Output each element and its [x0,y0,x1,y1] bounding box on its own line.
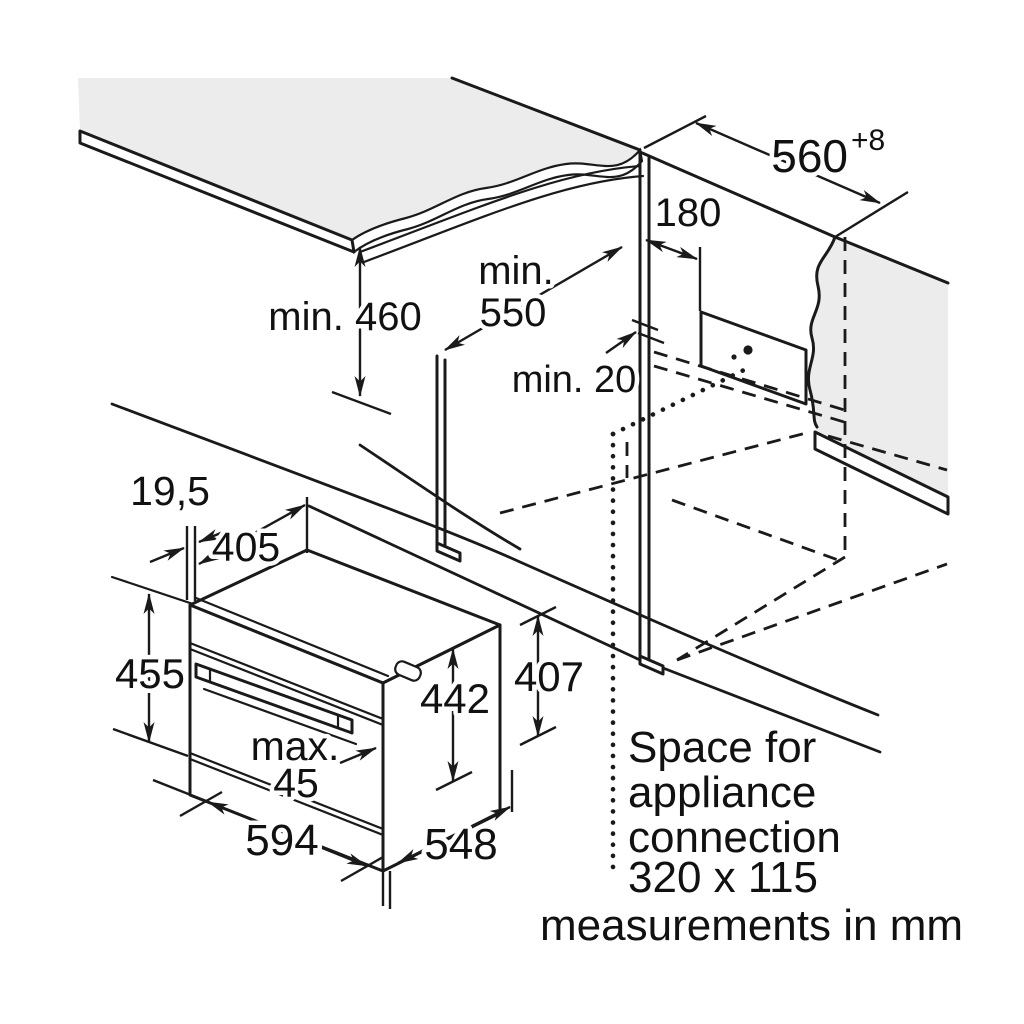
label-appliance-depth: 548 [424,820,497,869]
dim-180 [645,238,702,311]
label-niche-width-tolerance: +8 [851,124,885,157]
hidden-top-edge [499,430,811,515]
arrow [149,546,185,564]
dim-20 [605,318,665,354]
label-rear-panel-height: 407 [514,653,584,700]
countertop-back-edge [450,76,642,152]
dotted-diagonal [610,366,749,437]
side-grip-slot [394,660,422,682]
connection-note: Space for appliance connection 320 x 115 [624,719,846,907]
oven-top-inner-line [194,596,390,678]
socket-dot-large [743,345,753,355]
label-niche-depth-value: 550 [480,291,547,335]
label-body-height: 442 [420,675,490,722]
dimension-line [645,238,698,261]
extension-line [340,855,384,883]
label-plinth-value: 45 [273,760,319,806]
hidden-bottom-edge-2 [676,562,948,662]
dimension-line [444,245,623,352]
cabinet-top-line-2 [362,174,645,264]
handle-shadow [202,687,358,746]
projection-line [610,366,749,871]
dim-550 [444,245,623,352]
dimension-line [695,121,881,205]
socket-dot-small [731,354,737,360]
countertop [78,76,645,264]
note-line-2: appliance [628,768,816,817]
connection-hatch [699,310,808,406]
extension-line [643,114,707,150]
door-handle [194,662,354,735]
wall-surface [808,237,948,497]
overshoot [152,778,207,803]
extension-line [834,190,909,239]
extension-line [179,790,223,818]
labels: 560 +8 180 min. 550 min. 460 min. 20 19,… [110,120,967,955]
note-line-1: Space for [628,723,816,772]
countertop-tear-edge [350,147,644,255]
control-panel-line-2 [188,647,385,727]
dim-560 [643,114,909,239]
right-wall [807,235,950,516]
break-line-long [110,402,880,717]
label-rear-clearance: min. 20 [512,359,637,401]
dim-max-45 [339,746,377,765]
dim-407 [519,605,557,747]
gap-mark [631,318,659,332]
break-line-mid [307,504,642,662]
hidden-lower-niche [499,237,948,662]
label-niche-width: 560 [771,130,848,182]
label-body-depth-rear: 405 [212,524,280,570]
break-line-lower-right [661,666,882,754]
hidden-shelf-edge-2 [653,364,852,426]
wall-top-edge [833,235,950,285]
rear-panel-foot [435,541,462,563]
dimensions [112,114,909,909]
label-connection-offset: 180 [655,191,722,235]
note-line-4: 320 x 115 [628,853,818,902]
extension-line [112,727,189,758]
dim-405 [198,497,309,566]
dim-548 [381,770,514,909]
dimension-line [198,503,306,566]
leader-line [339,746,377,765]
dim-455 [112,593,189,758]
hidden-bottom-edge-3 [671,498,839,562]
dim-460 [331,246,392,416]
label-appliance-height: 455 [115,650,185,697]
wall-torn-edge [807,235,837,429]
dim-594 [152,778,384,883]
footer-units-note: measurements in mm [540,901,963,950]
cabinet-top-line-1 [358,164,642,254]
note-line-3: connection [628,813,841,862]
label-niche-height: min. 460 [268,295,421,339]
leader-line [605,331,637,354]
label-appliance-width: 594 [245,816,318,865]
worktop-strip [813,430,950,516]
extension-line [331,390,392,416]
break-line-floor [358,443,522,551]
side-panel-foot [638,654,665,676]
appliance-connection-area [699,310,808,406]
hidden-shelf-edge-1 [653,350,852,414]
dimension-line [207,800,368,868]
label-door-protrusion: 19,5 [130,468,210,514]
dimension-line [397,805,511,865]
label-niche-depth-prefix: min. [478,249,554,293]
hidden-shelf-edge-3 [827,434,948,472]
dim-442 [435,637,473,792]
control-panel-line-1 [188,641,385,721]
countertop-surface [78,78,640,240]
label-plinth-prefix: max. [251,723,340,769]
gap-mark [637,331,665,345]
